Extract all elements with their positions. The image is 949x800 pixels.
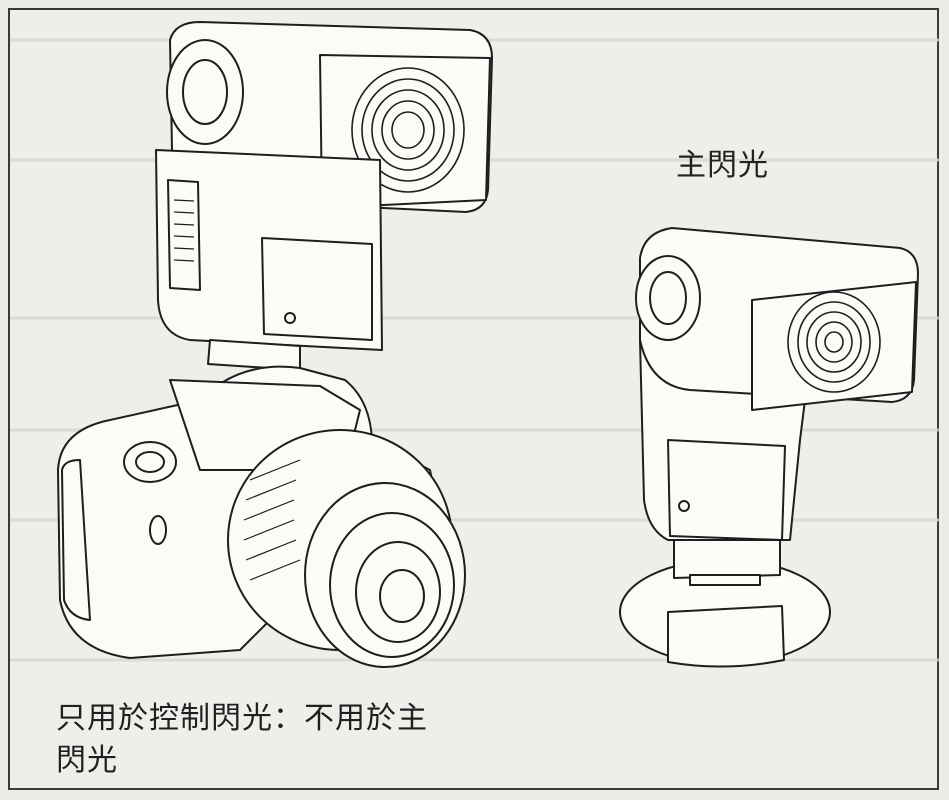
caption-line-2: 閃光: [56, 743, 118, 778]
main-flash-label: 主閃光: [676, 148, 769, 183]
flash-on-stand: [619, 227, 919, 668]
caption-line-1: 只用於控制閃光：不用於主: [56, 701, 428, 736]
camera-with-flash: [57, 21, 493, 668]
caption-text: 只用於控制閃光：不用於主 閃光: [56, 698, 496, 782]
